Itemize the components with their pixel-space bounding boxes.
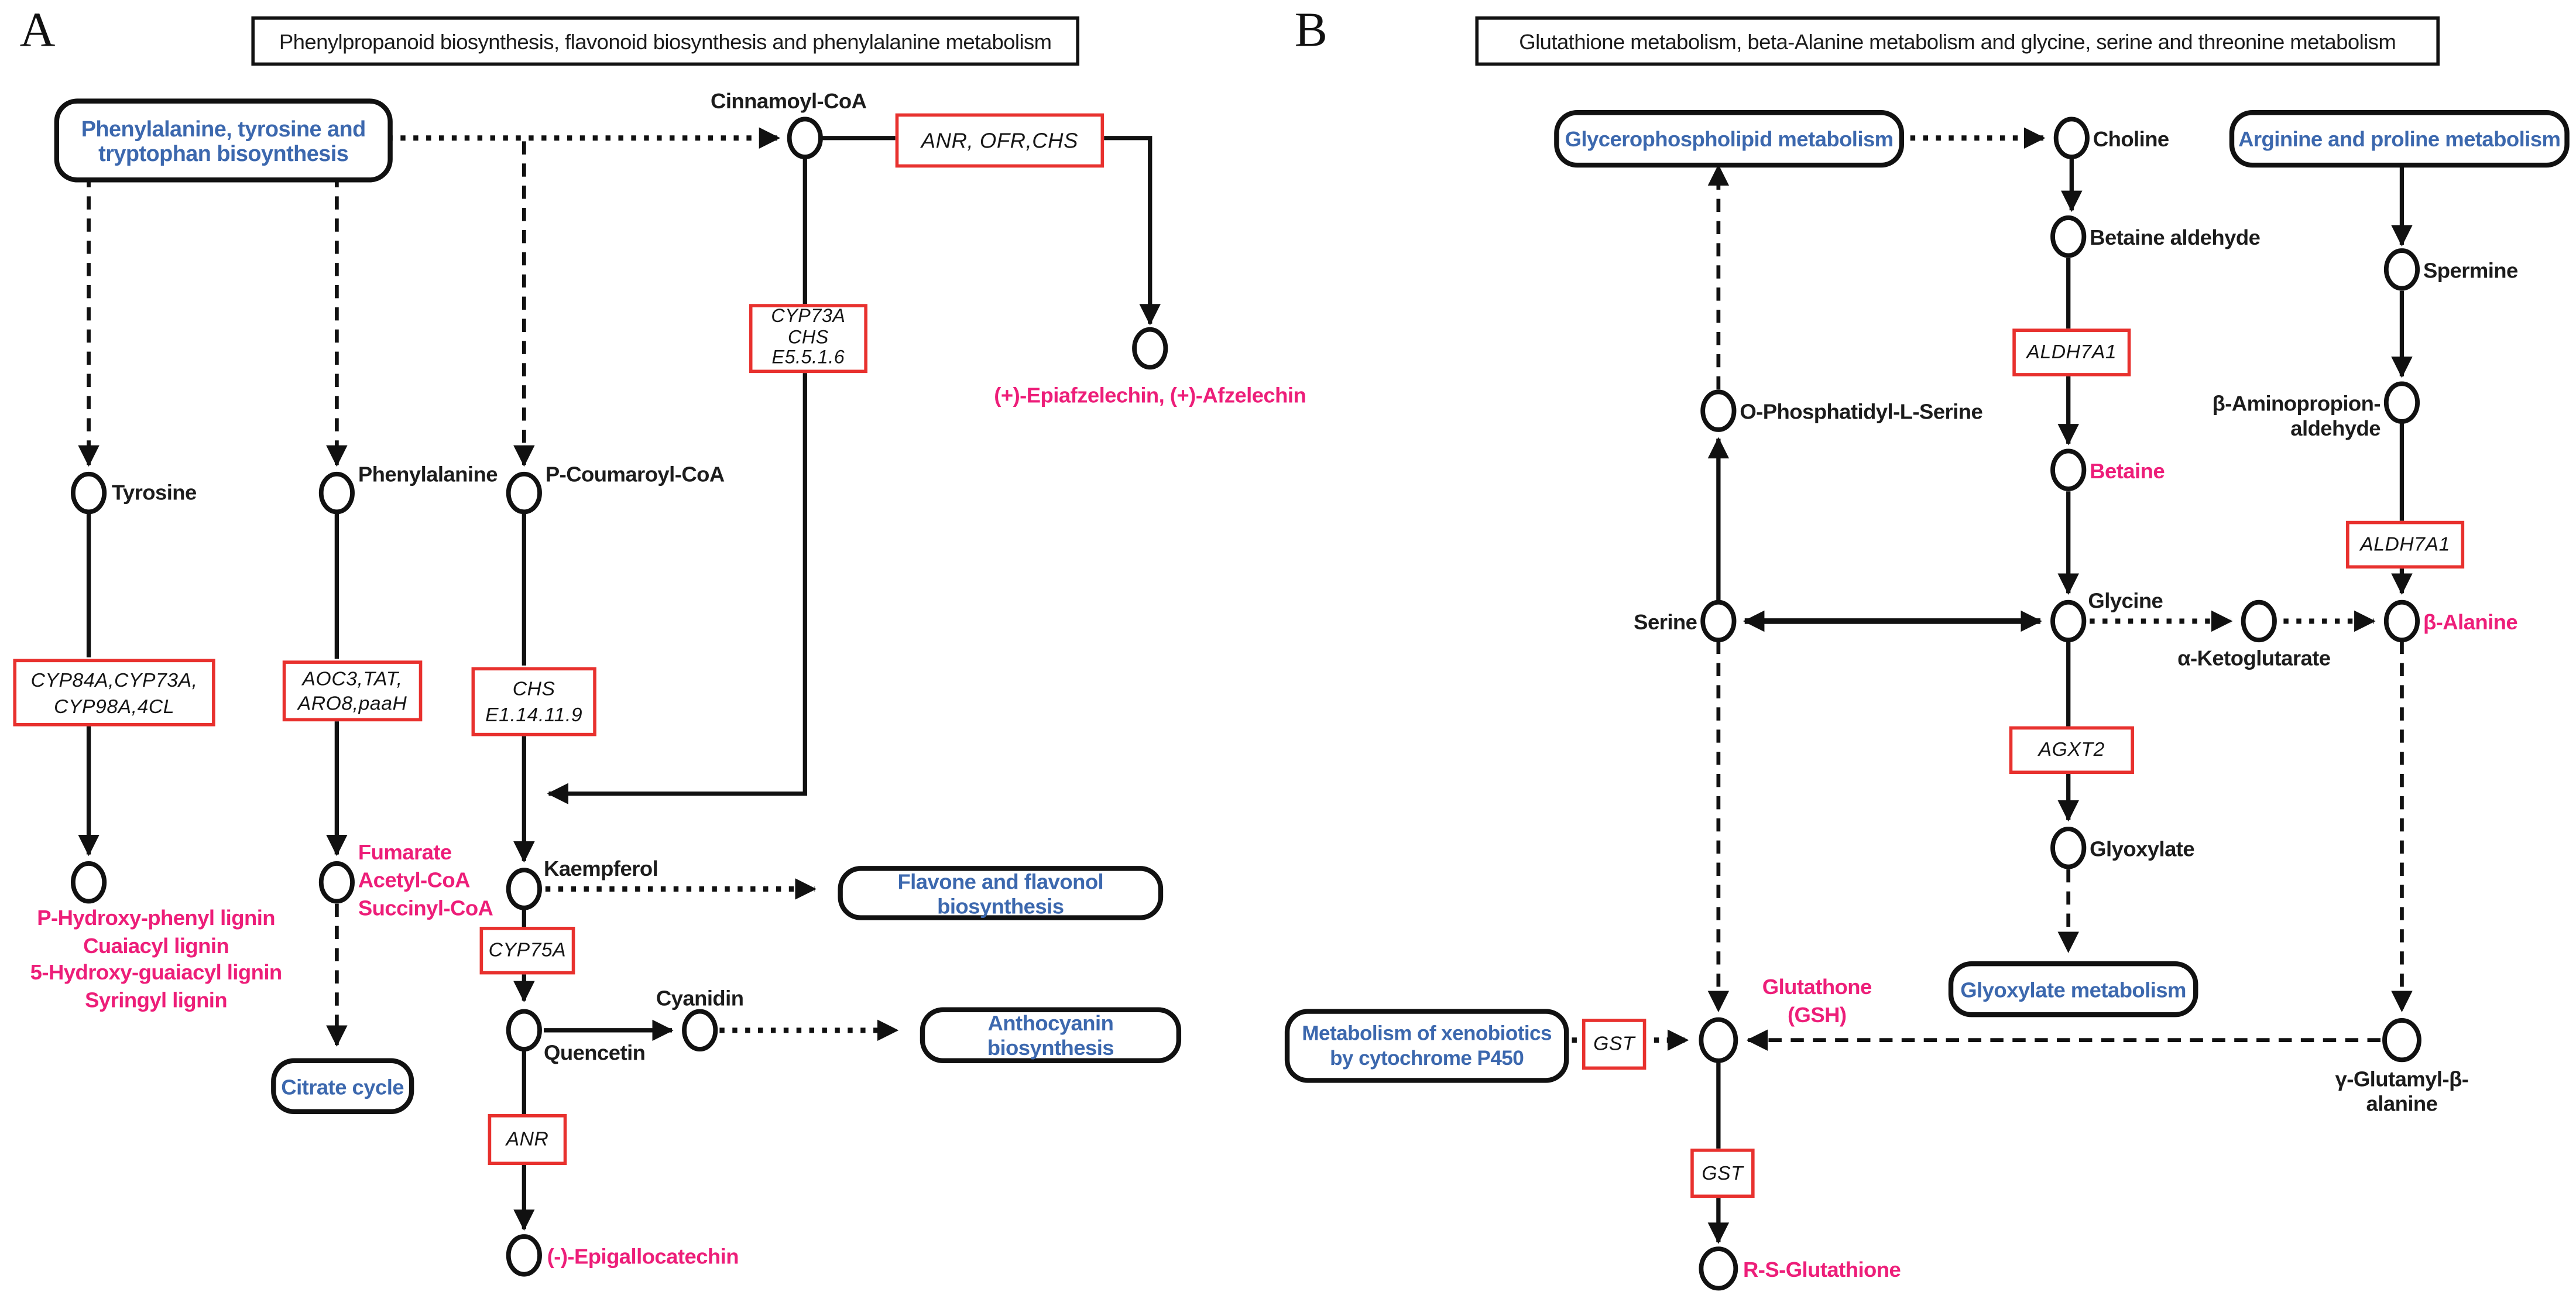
enzyme-box-cyp73a-chs: CYP73A CHS E5.5.1.6 bbox=[749, 304, 867, 374]
label-cinnamoyl-coa: Cinnamoyl-CoA bbox=[711, 88, 867, 114]
enzyme-box-gst-left: GST bbox=[1582, 1019, 1647, 1070]
panel-a-title: Phenylpropanoid biosynthesis, flavonoid … bbox=[251, 16, 1080, 66]
node-tyrosine bbox=[70, 471, 107, 515]
node-pcoumaroyl bbox=[506, 471, 542, 515]
label-glyoxylate: Glyoxylate bbox=[2090, 836, 2195, 861]
label-choline: Choline bbox=[2093, 126, 2169, 152]
node-betaine-aldehyde bbox=[2050, 215, 2087, 258]
ref-box-arginine-proline: Arginine and proline metabolism bbox=[2229, 110, 2570, 168]
label-epigallocatechin: (-)-Epigallocatechin bbox=[547, 1243, 739, 1269]
label-tyrosine: Tyrosine bbox=[111, 479, 197, 505]
ref-box-glyoxylate-metabolism: Glyoxylate metabolism bbox=[1948, 961, 2198, 1018]
panel-b-letter: B bbox=[1294, 3, 1328, 58]
panel-b-title: Glutathione metabolism, beta-Alanine met… bbox=[1475, 16, 2440, 66]
node-gsh bbox=[1699, 1017, 1738, 1063]
ref-box-anthocyanin: Anthocyanin biosynthesis bbox=[920, 1007, 1182, 1063]
panel-a-letter: A bbox=[19, 3, 56, 58]
metabolite-nodes bbox=[70, 117, 2421, 1291]
label-beta-alanine: β-Alanine bbox=[2423, 609, 2518, 635]
label-alpha-ketoglutarate: α-Ketoglutarate bbox=[2177, 646, 2331, 671]
node-phosphatidyl bbox=[1700, 389, 1737, 432]
label-quencetin: Quencetin bbox=[544, 1040, 646, 1065]
node-spermine bbox=[2383, 248, 2420, 291]
enzyme-box-aoc3: AOC3,TAT, ARO8,paaH bbox=[282, 660, 423, 722]
node-cyanidin bbox=[682, 1009, 718, 1052]
ref-box-xenobiotics: Metabolism of xenobiotics by cytochrome … bbox=[1284, 1009, 1569, 1083]
node-betaine bbox=[2050, 448, 2087, 491]
label-betaine-aldehyde: Betaine aldehyde bbox=[2090, 225, 2261, 250]
enzyme-box-agxt2: AGXT2 bbox=[2009, 726, 2134, 774]
label-epiafzelechin: (+)-Epiafzelechin, (+)-Afzelechin bbox=[994, 382, 1306, 408]
enzyme-box-aldh7a1-top: ALDH7A1 bbox=[2012, 328, 2131, 376]
enzyme-box-anr-ofr-chs: ANR, OFR,CHS bbox=[895, 113, 1105, 168]
label-phenylalanine: Phenylalanine bbox=[358, 461, 498, 487]
arrow-anrbox-to-afzelechin bbox=[1097, 136, 1161, 326]
node-ketoglutarate bbox=[2241, 599, 2277, 643]
label-o-phosphatidyl: O-Phosphatidyl-L-Serine bbox=[1740, 399, 1983, 424]
ref-box-glycerophospholipid: Glycerophospholipid metabolism bbox=[1554, 110, 1905, 168]
node-aminopropion bbox=[2383, 381, 2420, 424]
ref-box-flavone-flavonol: Flavone and flavonol biosynthesis bbox=[838, 866, 1164, 920]
node-lignin bbox=[70, 861, 107, 904]
enzyme-box-aldh7a1-right: ALDH7A1 bbox=[2346, 520, 2465, 569]
node-glyoxylate bbox=[2050, 827, 2087, 869]
panel-b-wires bbox=[1559, 127, 2413, 1244]
panel-a-wires bbox=[78, 127, 1161, 1231]
node-glycine bbox=[2050, 599, 2087, 643]
node-quencetin bbox=[506, 1009, 542, 1052]
label-lignins: P-Hydroxy-phenyl lignin Cuaiacyl lignin … bbox=[30, 905, 283, 1012]
ref-box-citrate-cycle: Citrate cycle bbox=[271, 1058, 414, 1114]
label-kaempferol: Kaempferol bbox=[544, 856, 658, 881]
label-pcoumaroyl-coa: P-Coumaroyl-CoA bbox=[545, 461, 725, 487]
node-cinnamoyl bbox=[787, 117, 823, 159]
enzyme-box-cyp84a: CYP84A,CYP73A, CYP98A,4CL bbox=[13, 659, 215, 727]
node-serine bbox=[1700, 599, 1737, 643]
arrow-cyp73a-elbow-left bbox=[547, 366, 807, 804]
node-epiafzelechin bbox=[1132, 327, 1168, 370]
label-cyanidin: Cyanidin bbox=[656, 986, 744, 1011]
label-glutathione-gsh: Glutathone (GSH) bbox=[1762, 974, 1872, 1027]
node-choline bbox=[2053, 117, 2090, 159]
label-fumarate-acetyl-succinyl: Fumarate Acetyl-CoA Succinyl-CoA bbox=[358, 840, 493, 920]
label-glycine: Glycine bbox=[2088, 588, 2163, 613]
ref-box-phe-tyr-trp-biosynthesis: Phenylalanine, tyrosine and tryptophan b… bbox=[54, 98, 393, 183]
node-kaempferol bbox=[506, 868, 542, 910]
enzyme-box-chs: CHS E1.14.11.9 bbox=[471, 667, 596, 736]
node-beta-alanine bbox=[2383, 599, 2420, 643]
label-serine: Serine bbox=[1634, 609, 1697, 635]
node-phenylalanine bbox=[318, 471, 355, 515]
node-rs-glutathione bbox=[1699, 1246, 1738, 1291]
label-rs-glutathione: R-S-Glutathione bbox=[1743, 1257, 1901, 1282]
node-fumarate bbox=[318, 861, 355, 904]
enzyme-box-anr: ANR bbox=[488, 1114, 567, 1165]
label-gamma-glutamyl: γ-Glutamyl-β-alanine bbox=[2335, 1066, 2469, 1116]
enzyme-box-gst-bottom: GST bbox=[1690, 1148, 1755, 1198]
label-betaine: Betaine bbox=[2090, 458, 2165, 484]
node-epigallocatechin bbox=[506, 1234, 542, 1277]
label-beta-aminopropion: β-Aminopropion-aldehyde bbox=[2212, 391, 2381, 441]
enzyme-box-cyp75a: CYP75A bbox=[479, 927, 575, 975]
node-gamma-glutamyl bbox=[2382, 1018, 2421, 1063]
label-spermine: Spermine bbox=[2423, 258, 2518, 283]
